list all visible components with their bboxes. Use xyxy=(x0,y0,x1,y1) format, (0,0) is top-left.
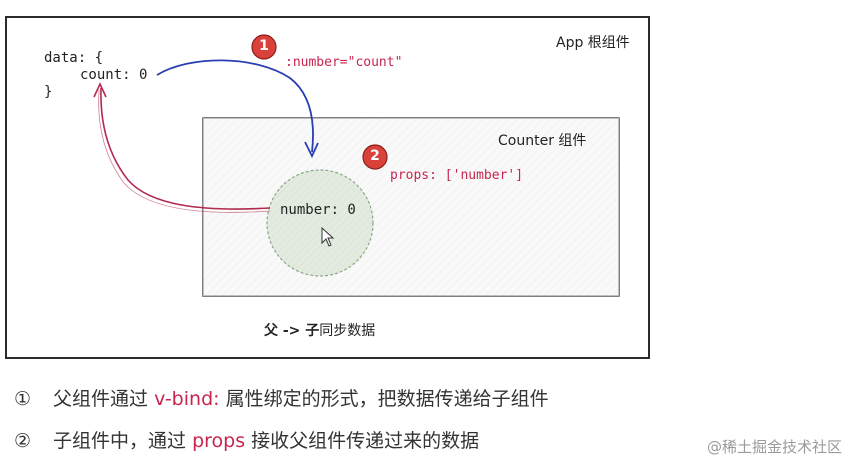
step-2-number: 2 xyxy=(370,148,380,164)
note-1: ① 父组件通过 v-bind: 属性绑定的形式，把数据传递给子组件 xyxy=(14,384,549,411)
props-label: props: ['number'] xyxy=(390,168,524,183)
note-1-highlight: v-bind: xyxy=(154,388,220,410)
crimson-arrow-2 xyxy=(98,89,271,213)
blue-arrow xyxy=(156,59,314,153)
note-2-highlight: props xyxy=(192,430,246,452)
crimson-arrow xyxy=(100,87,271,210)
number-circle-hatch xyxy=(268,171,372,275)
step-2-badge xyxy=(362,144,388,170)
note-1-marker: ① xyxy=(14,388,32,410)
code-line-count: count: 0 xyxy=(80,67,148,83)
caption-direction: 父 -> 子 xyxy=(264,323,320,339)
blue-arrowhead xyxy=(304,141,319,159)
app-label: App 根组件 xyxy=(556,35,630,51)
note-1-suffix: 属性绑定的形式，把数据传递给子组件 xyxy=(219,388,549,410)
note-2-suffix: 接收父组件传递过来的数据 xyxy=(245,430,480,452)
counter-label: Counter 组件 xyxy=(498,133,587,149)
crimson-arrowhead xyxy=(93,82,107,98)
note-2: ② 子组件中，通过 props 接收父组件传递过来的数据 xyxy=(14,426,479,453)
note-2-prefix: 子组件中，通过 xyxy=(53,430,193,452)
watermark: @稀土掘金技术社区 xyxy=(706,438,842,456)
caption-text: 同步数据 xyxy=(319,323,376,339)
circle-label: number: 0 xyxy=(280,202,356,218)
binding-label: :number="count" xyxy=(285,55,403,70)
step-1-badge xyxy=(251,34,277,60)
note-2-marker: ② xyxy=(14,430,32,452)
code-line-close: } xyxy=(44,84,53,100)
step-1-number: 1 xyxy=(259,38,269,54)
note-1-prefix: 父组件通过 xyxy=(53,388,155,410)
caption: 父 -> 子同步数据 xyxy=(264,320,375,340)
code-line-data: data: { xyxy=(44,50,104,66)
cursor-icon xyxy=(321,226,335,247)
